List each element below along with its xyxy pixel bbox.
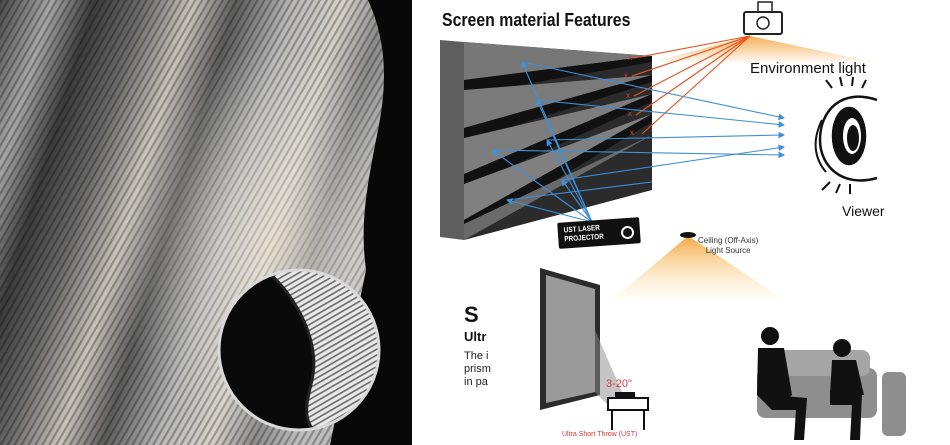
ust-caption: Ultra Short Throw (UST) (562, 431, 638, 438)
svg-text:x: x (628, 53, 632, 62)
diagram-title: Screen material Features (442, 10, 631, 30)
ambient-light-projector-icon (743, 1, 783, 35)
couple-on-sofa (757, 327, 906, 440)
ust-projector-label: UST LASER PROJECTOR (563, 222, 605, 244)
screen-cross-section (440, 40, 652, 240)
cropped-subheading: Ultr (464, 329, 487, 344)
screen-material-closeup-photo (0, 0, 412, 445)
lens-icon (620, 225, 635, 240)
projection-screen (540, 268, 622, 410)
cropped-body-text: The i prism in pa (464, 350, 491, 388)
ambient-rays (631, 35, 751, 135)
eye-icon (814, 76, 878, 194)
viewer-label: Viewer (842, 203, 885, 219)
ust-projector-small-icon (607, 392, 649, 430)
environment-light-label: Environment light (750, 60, 866, 77)
ceiling-light-glow (612, 236, 782, 300)
projector-rays (491, 60, 786, 223)
alr-screen-diagram: x x x x x (412, 0, 950, 445)
svg-text:x: x (630, 128, 634, 137)
svg-text:x: x (628, 109, 632, 118)
throw-distance-label: 3-20" (606, 378, 632, 390)
svg-text:x: x (626, 91, 630, 100)
svg-text:x: x (624, 71, 628, 80)
rejection-marks: x x x x x (624, 53, 634, 137)
ceiling-light-label: Ceiling (Off-Axis) Light Source (698, 236, 759, 255)
cropped-heading: S (464, 302, 479, 327)
ceiling-light-icon (680, 232, 696, 238)
